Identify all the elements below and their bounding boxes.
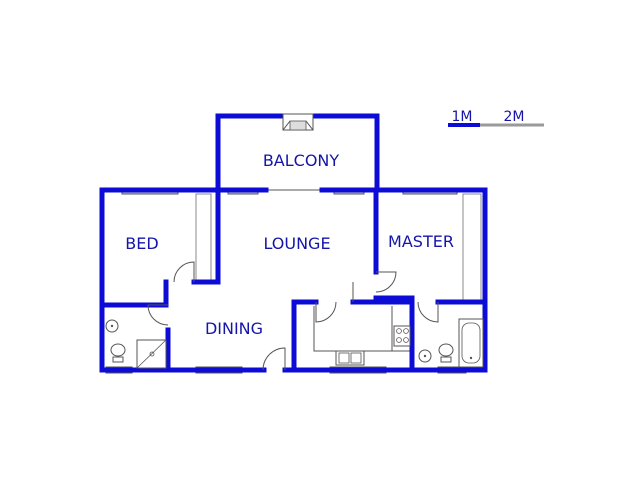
shower-icon — [136, 339, 167, 369]
door-master — [375, 271, 397, 293]
wall-bed-bottom — [99, 279, 169, 308]
toilet-icon — [110, 343, 126, 363]
toilet-right-icon — [438, 343, 454, 363]
stove-icon — [393, 325, 411, 347]
label-dining: DINING — [205, 319, 263, 338]
door-kitchen-left — [315, 301, 337, 323]
scale-label-2m: 2M — [504, 109, 525, 125]
scale-label-1m: 1M — [452, 109, 473, 125]
master-wardrobe — [462, 193, 482, 303]
wall-kitchen-left — [291, 299, 319, 373]
wall-bed-right — [191, 187, 221, 285]
label-balcony: BALCONY — [263, 151, 340, 170]
doors — [147, 261, 439, 371]
basin-icon — [105, 319, 119, 333]
door-bath-right — [417, 301, 439, 323]
fixtures — [105, 113, 484, 369]
label-master: MASTER — [388, 232, 454, 251]
room-labels: BALCONY LOUNGE BED MASTER DINING — [125, 151, 454, 338]
sink-icon — [335, 350, 365, 366]
basin-right-icon — [418, 349, 432, 363]
door-bed — [173, 261, 195, 283]
label-lounge: LOUNGE — [263, 234, 330, 253]
bed-wardrobe — [195, 193, 212, 283]
door-bath-left — [147, 304, 169, 326]
bathtub-icon — [458, 318, 484, 368]
door-entrance — [262, 347, 286, 371]
label-bed: BED — [125, 234, 158, 253]
fireplace-icon — [282, 113, 314, 131]
scale-bar: 1M 2M — [448, 109, 544, 127]
